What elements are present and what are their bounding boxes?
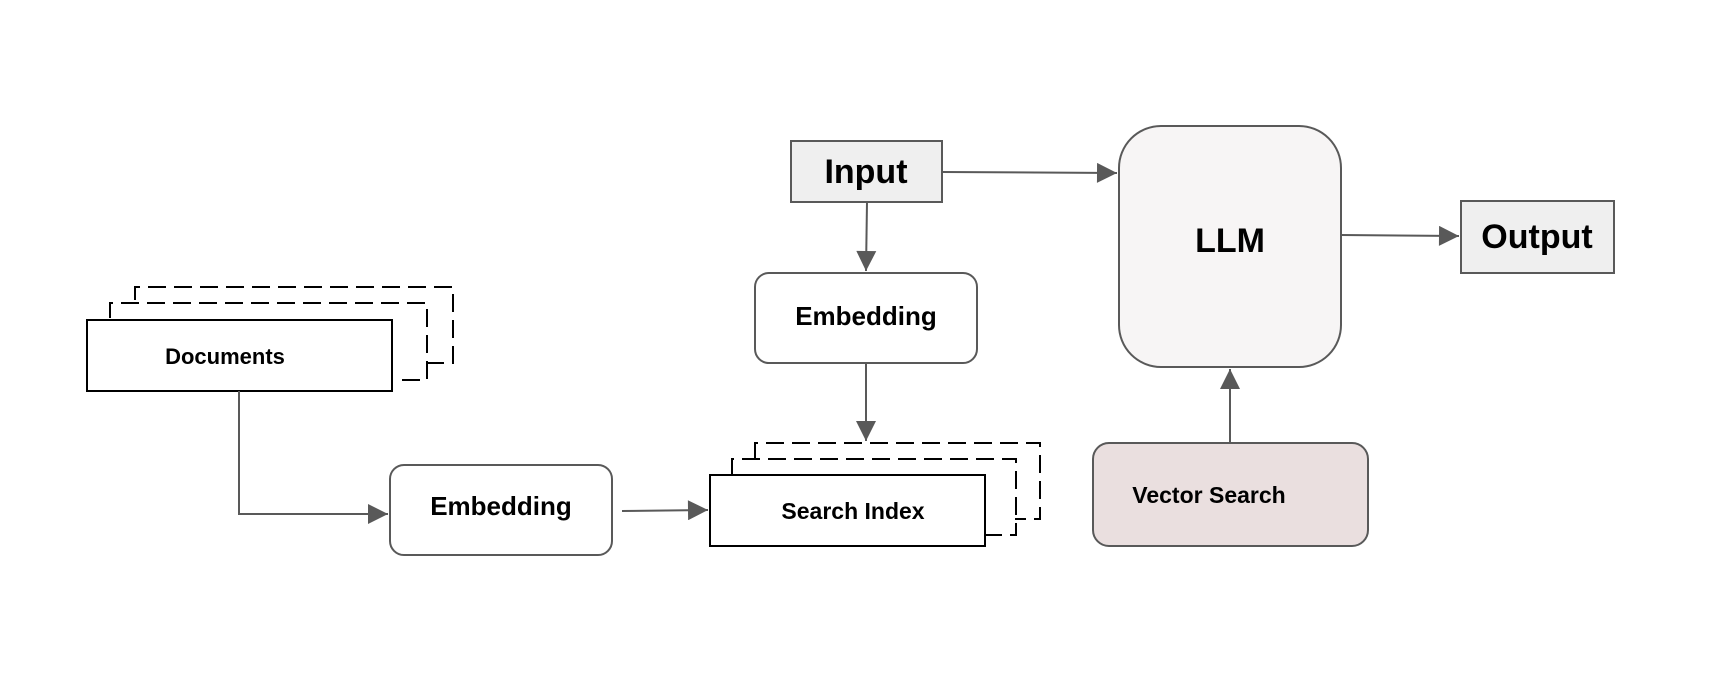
documents-label: Documents (165, 344, 285, 369)
output-node: Output (1460, 200, 1615, 274)
edge-input-to-embedding (856, 201, 877, 272)
search-index-box (709, 474, 986, 547)
edge-llm-to-output (1340, 225, 1460, 246)
output-label: Output (1481, 218, 1592, 256)
embedding-left-label: Embedding (430, 491, 572, 521)
input-label: Input (824, 153, 907, 191)
vector-search-node: Vector Search (1092, 442, 1369, 547)
output-box (1460, 200, 1615, 274)
edge-documents-to-embedding (238, 391, 388, 524)
search-index-back-sheet-1 (731, 458, 1017, 536)
embedding-left-box (389, 464, 613, 556)
embedding-top-node: Embedding (754, 272, 978, 364)
edge-embedding-to-search-index (621, 500, 709, 521)
search-index-back-sheet-2 (754, 442, 1041, 520)
search-index-stack: Search Index (709, 442, 1041, 547)
edge-input-to-llm (941, 162, 1118, 183)
documents-stack: Documents (86, 286, 454, 392)
search-index-label: Search Index (781, 498, 924, 524)
documents-back-sheet-2 (134, 286, 454, 364)
llm-node: LLM (1118, 125, 1342, 368)
embedding-left-node: Embedding (389, 464, 613, 556)
llm-box (1118, 125, 1342, 368)
input-node: Input (790, 140, 943, 203)
llm-label: LLM (1195, 222, 1265, 260)
documents-back-sheet-1 (109, 302, 428, 381)
embedding-top-label: Embedding (795, 301, 937, 331)
vector-search-label: Vector Search (1132, 482, 1285, 508)
